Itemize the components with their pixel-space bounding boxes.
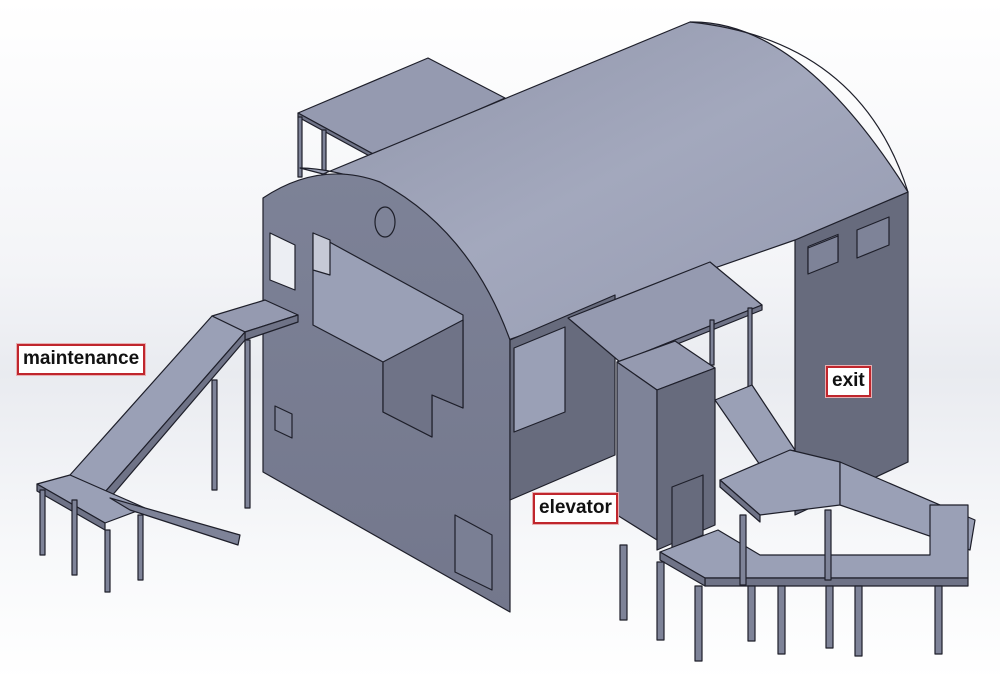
lower-exit-platform <box>659 504 969 587</box>
window-right-2 <box>856 216 890 259</box>
round-vent <box>374 206 396 238</box>
front-door <box>454 514 493 591</box>
label-exit: exit <box>826 366 871 397</box>
label-maintenance: maintenance <box>17 344 146 375</box>
label-elevator: elevator <box>533 493 618 524</box>
front-opening-left <box>269 232 296 291</box>
maintenance-stairway <box>36 299 299 593</box>
small-square-hatch <box>274 405 293 439</box>
elevator-door <box>671 474 704 549</box>
window-right-1 <box>807 235 839 275</box>
rear-canopy <box>297 57 506 181</box>
exit-platform-legs <box>619 509 943 662</box>
exit-ramp <box>714 384 796 466</box>
elevator-tower <box>616 340 716 551</box>
